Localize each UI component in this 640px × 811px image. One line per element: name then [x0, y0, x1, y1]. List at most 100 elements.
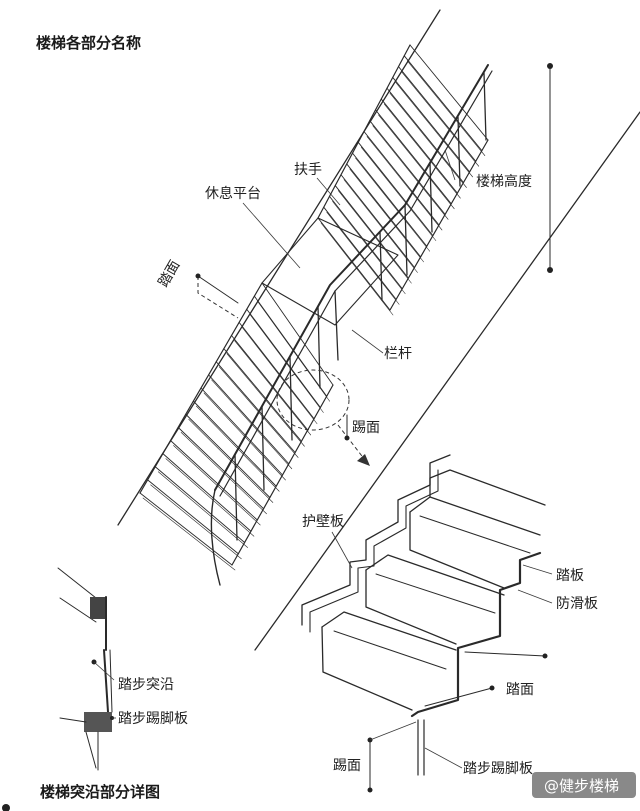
nosing-lower-block: [84, 712, 112, 732]
label-riser: 踢面: [352, 420, 380, 436]
lower-step-nosing: [238, 321, 315, 420]
step-3-antislip: [419, 515, 531, 554]
baluster: [483, 72, 487, 141]
stair-height-dimension: [547, 63, 553, 273]
upper-step-nosing: [334, 185, 409, 279]
nosing-lower-edge: [85, 731, 97, 769]
step-2-tread: [365, 554, 505, 596]
detail-leader-lines: [331, 531, 553, 769]
label-baluster: 栏杆: [384, 346, 412, 362]
baluster: [261, 405, 265, 491]
label-tread-left: 踏面: [156, 258, 184, 290]
upper-step-riser: [406, 60, 486, 156]
upper-step-riser: [372, 125, 449, 220]
lower-step-nosing: [154, 466, 246, 543]
upper-step-riser: [332, 201, 406, 295]
newel-post: [210, 489, 221, 586]
lower-step-nosing: [177, 426, 265, 510]
label-riser-board-bottom: 踏步踢脚板: [463, 761, 533, 777]
upper-step-riser: [395, 82, 473, 178]
lower-step-nosing: [139, 492, 233, 566]
detail-callout-arrow: [337, 424, 366, 461]
upper-step-nosing: [375, 109, 452, 205]
skirting-leader: [331, 531, 353, 569]
upper-step-nosing: [317, 217, 391, 311]
nosing-riser-mid: [103, 649, 109, 713]
dimension-dot-bottom: [547, 267, 553, 273]
label-landing: 休息平台: [205, 185, 261, 202]
baluster: [457, 116, 461, 187]
nosing-leader: [93, 661, 115, 681]
nosing-riser-board: [109, 649, 113, 713]
tread-dim-dot-top: [542, 653, 548, 659]
upper-step-nosing: [329, 195, 403, 290]
lower-step-nosing: [231, 335, 309, 431]
upper-step-riser: [360, 147, 437, 241]
section-profile: [410, 551, 542, 718]
main-stair: [117, 9, 640, 651]
lower-step-nosing: [253, 295, 328, 397]
handrail: [214, 64, 489, 491]
upper-step-nosing: [392, 76, 471, 173]
nosing-upper-block: [90, 597, 106, 619]
skirting-inner-edge: [309, 469, 439, 633]
label-handrail: 扶手: [294, 162, 322, 178]
upper-step-nosing: [409, 44, 489, 141]
baluster: [379, 231, 383, 301]
watermark-text: @健步楼梯: [544, 777, 619, 795]
tread-dim-dot-bottom: [489, 685, 495, 691]
lower-step-nosing: [208, 374, 290, 465]
label-riser-board: 踏步踢脚板: [118, 711, 188, 727]
label-nosing: 踏步突沿: [118, 677, 174, 693]
baluster: [334, 290, 339, 361]
lower-step-nosing: [223, 348, 302, 442]
upper-step-nosing: [363, 131, 440, 226]
step-3-tread: [409, 496, 541, 536]
upper-step-riser: [349, 168, 424, 263]
lower-step-nosing: [185, 413, 271, 498]
baluster: [429, 162, 433, 233]
lower-step-riser: [157, 471, 248, 548]
lower-step-nosing: [215, 361, 296, 453]
detail-title: 楼梯突沿部分详图: [40, 783, 160, 801]
upper-step-riser: [343, 179, 418, 273]
upper-step-riser: [320, 222, 394, 316]
label-skirting: 护壁板: [302, 514, 344, 530]
step-2-riser: [365, 569, 457, 645]
upper-step-riser: [355, 157, 431, 252]
handrail-lower-edge: [219, 70, 493, 497]
step-2-antislip: [375, 573, 496, 614]
handrail-leader: [316, 177, 341, 206]
upper-step-nosing: [403, 55, 483, 152]
tread-board-leader: [522, 564, 553, 575]
handrail-assembly: [210, 64, 493, 586]
upper-step-nosing: [380, 98, 458, 194]
nosing-upper-diag-1: [57, 567, 97, 599]
corner-mark: [2, 804, 10, 811]
tread-dim-bottom: [424, 687, 493, 707]
upper-step-riser: [401, 71, 480, 167]
watermark-bg: [532, 772, 636, 798]
riser-dim-ext: [369, 721, 417, 741]
label-riser-bottom: 踢面: [333, 758, 361, 774]
upper-step-nosing: [352, 152, 428, 247]
step-1-tread: [321, 611, 457, 651]
step-4-top: [429, 469, 546, 506]
upper-step-riser: [326, 211, 400, 305]
stair-height-leader: [444, 149, 456, 181]
upper-step-nosing: [346, 163, 422, 258]
tread-dimension-left: [195, 273, 239, 319]
label-anti-slip: 防滑板: [556, 595, 598, 612]
detail-steps: [301, 454, 548, 793]
baluster: [289, 356, 293, 441]
nosing-section-detail: [57, 567, 116, 771]
upper-step-riser: [378, 114, 455, 210]
tread-dot: [195, 273, 201, 279]
balusters: [234, 72, 487, 541]
baluster: [404, 204, 408, 276]
main-leader-lines: [242, 149, 456, 354]
baluster: [317, 305, 321, 389]
lower-step-nosing: [192, 400, 277, 487]
upper-steps: [317, 44, 489, 316]
lower-step-nosing: [170, 440, 258, 521]
